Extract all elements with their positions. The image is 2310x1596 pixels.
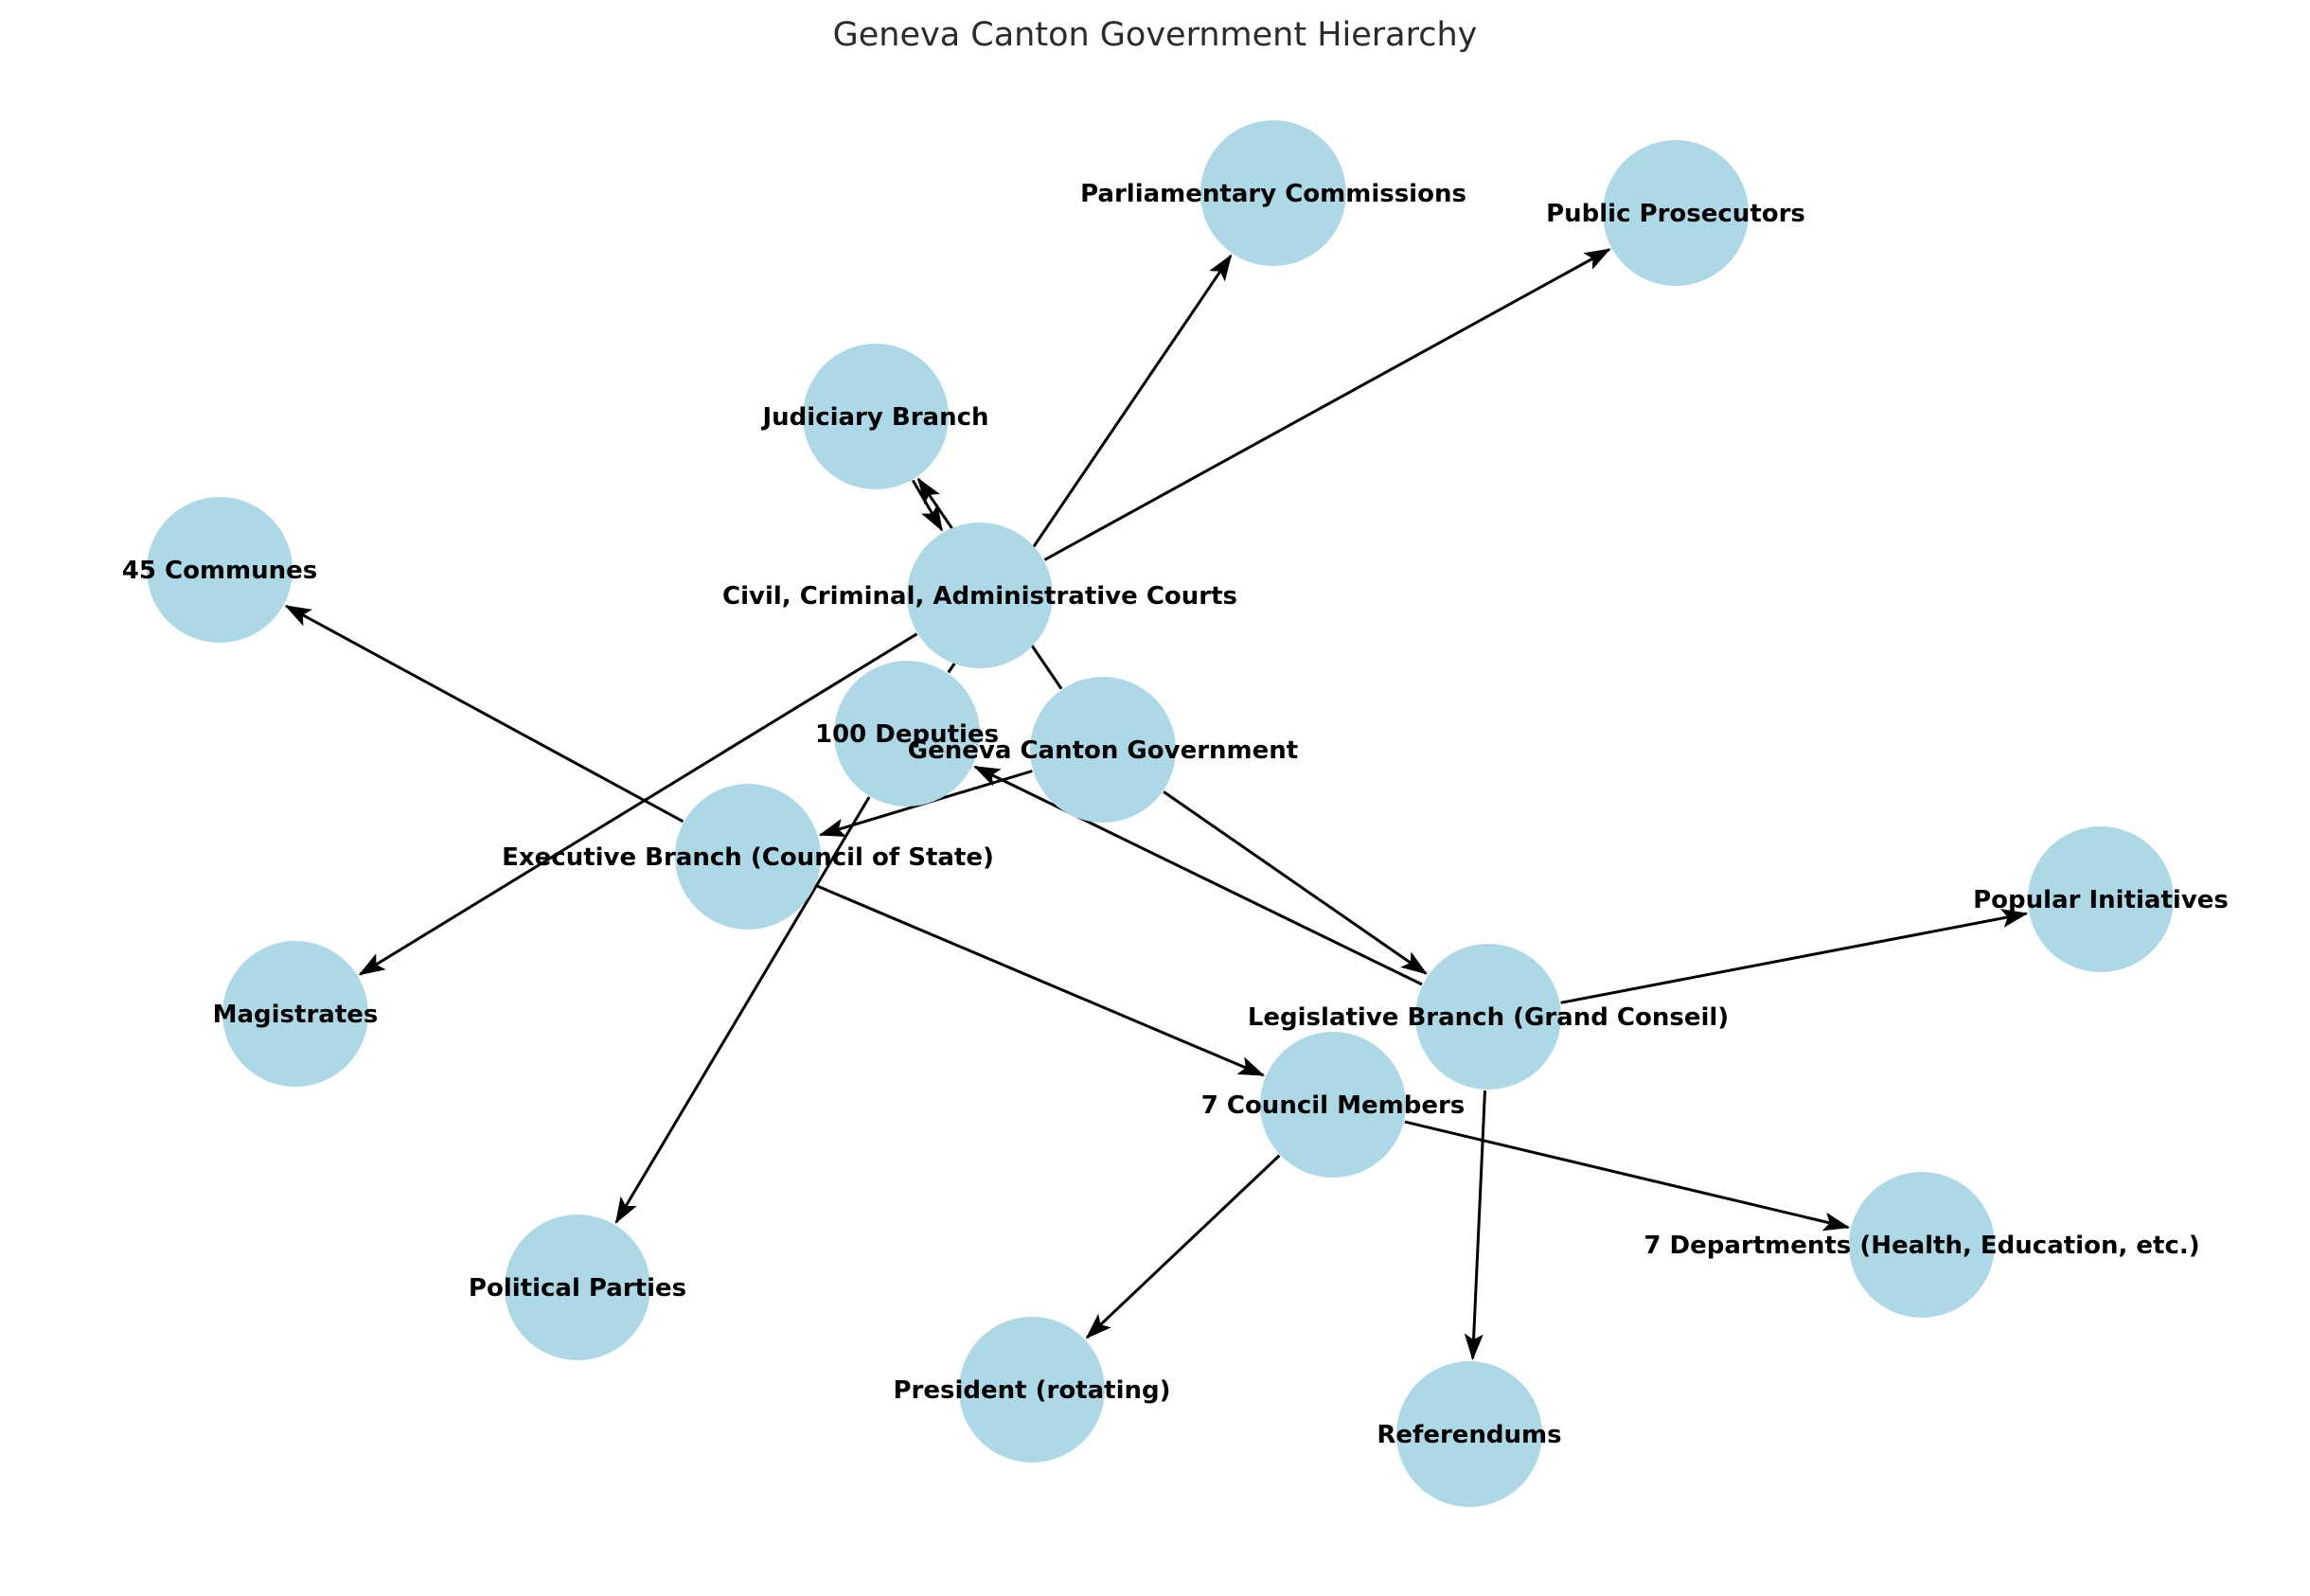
node-label-communes: 45 Communes	[122, 557, 318, 585]
node-executive	[675, 784, 821, 930]
node-commissions	[1200, 120, 1346, 266]
edge-council7-departments	[1404, 1120, 1851, 1232]
node-label-deputies: 100 Deputies	[815, 720, 999, 749]
node-label-council7: 7 Council Members	[1201, 1091, 1466, 1120]
edge-legislative-initiatives	[1560, 909, 2029, 1004]
edge-executive-communes	[284, 604, 684, 824]
node-courts	[907, 523, 1053, 668]
node-label-referendums: Referendums	[1377, 1421, 1561, 1449]
node-label-executive: Executive Branch (Council of State)	[502, 843, 994, 872]
node-communes	[147, 497, 293, 643]
edge-legislative-deputies	[973, 765, 1423, 986]
edge-courts-prosecutors	[1043, 248, 1611, 561]
node-label-judiciary: Judiciary Branch	[760, 403, 988, 432]
edge-courts-magistrates	[358, 632, 918, 976]
figure-title: Geneva Canton Government Hierarchy	[833, 16, 1478, 54]
node-label-courts: Civil, Criminal, Administrative Courts	[722, 582, 1237, 611]
node-legislative	[1415, 944, 1561, 1090]
node-label-president: President (rotating)	[893, 1376, 1170, 1405]
node-prosecutors	[1603, 140, 1749, 286]
node-departments	[1849, 1172, 1995, 1318]
node-parties	[505, 1215, 650, 1360]
nodes-layer	[147, 120, 2174, 1507]
node-initiatives	[2028, 826, 2174, 972]
edge-geneva-legislative	[1163, 790, 1428, 975]
edges-layer	[284, 248, 2029, 1361]
node-label-magistrates: Magistrates	[213, 1001, 379, 1029]
node-label-prosecutors: Public Prosecutors	[1546, 200, 1805, 228]
edge-judiciary-courts	[911, 479, 944, 532]
edge-council7-president	[1085, 1154, 1281, 1339]
node-deputies	[834, 661, 980, 807]
node-geneva	[1030, 677, 1176, 823]
edge-executive-council7	[815, 884, 1266, 1077]
node-referendums	[1396, 1361, 1542, 1507]
node-president	[959, 1317, 1105, 1463]
node-label-parties: Political Parties	[469, 1274, 686, 1303]
edge-legislative-referendums	[1464, 1090, 1486, 1361]
node-label-commissions: Parliamentary Commissions	[1080, 180, 1466, 208]
node-judiciary	[803, 344, 949, 489]
node-council7	[1260, 1032, 1406, 1178]
node-label-initiatives: Popular Initiatives	[1973, 886, 2229, 914]
node-label-legislative: Legislative Branch (Grand Conseil)	[1248, 1003, 1729, 1032]
node-magistrates	[222, 941, 368, 1087]
node-label-departments: 7 Departments (Health, Education, etc.)	[1644, 1232, 2199, 1260]
edge-deputies-parties	[614, 796, 871, 1224]
node-label-geneva: Geneva Canton Government	[908, 736, 1298, 765]
